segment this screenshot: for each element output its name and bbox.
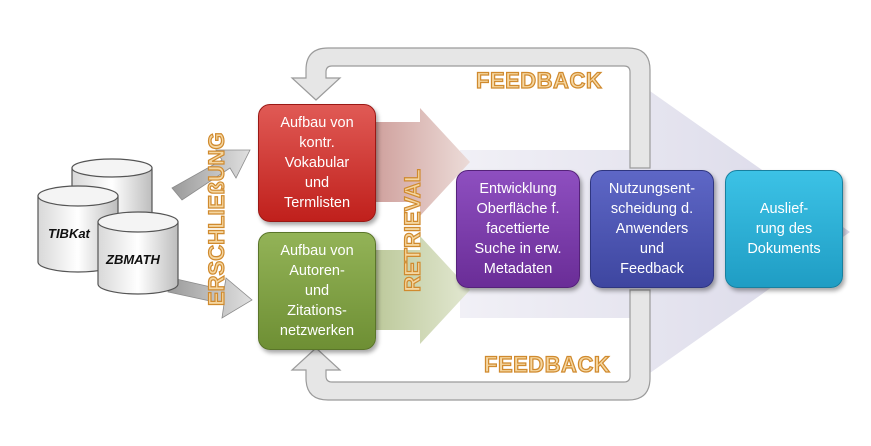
user-decision-box-text: Nutzungsent- scheidung d. Anwenders und … (608, 181, 696, 277)
vocabulary-box: Aufbau von kontr. Vokabular und Termlist… (258, 104, 376, 222)
citation-network-box-text: Aufbau von Autoren- und Zitations- netzw… (279, 243, 355, 339)
feedback-loop-bottom-arrow (290, 289, 651, 401)
database-zbmath-icon (97, 211, 179, 295)
feedback-label-top: FEEDBACK (475, 67, 603, 93)
citation-network-box: Aufbau von Autoren- und Zitations- netzw… (258, 232, 376, 350)
faceted-search-box: Entwicklung Oberfläche f. facettierte Su… (456, 170, 580, 288)
user-decision-box: Nutzungsent- scheidung d. Anwenders und … (590, 170, 714, 288)
document-delivery-box: Auslief- rung des Dokuments (725, 170, 843, 288)
feedback-label-bottom: FEEDBACK (483, 351, 611, 377)
vocabulary-box-text: Aufbau von kontr. Vokabular und Termlist… (280, 115, 354, 211)
database-label-zbmath: ZBMATH (106, 252, 160, 267)
red-connector-arrow (372, 108, 470, 216)
erschliessung-label: ERSCHLIEßUNG (203, 132, 229, 307)
document-delivery-box-text: Auslief- rung des Dokuments (747, 201, 821, 257)
arrow-to-red-box (171, 149, 251, 201)
arrow-to-green-box (167, 277, 253, 319)
green-connector-arrow (372, 236, 470, 344)
database-label-tibkat: TIBKat (48, 226, 90, 241)
faceted-search-box-text: Entwicklung Oberfläche f. facettierte Su… (474, 181, 562, 277)
feedback-loop-top-arrow (290, 47, 651, 169)
retrieval-label: RETRIEVAL (399, 168, 425, 292)
